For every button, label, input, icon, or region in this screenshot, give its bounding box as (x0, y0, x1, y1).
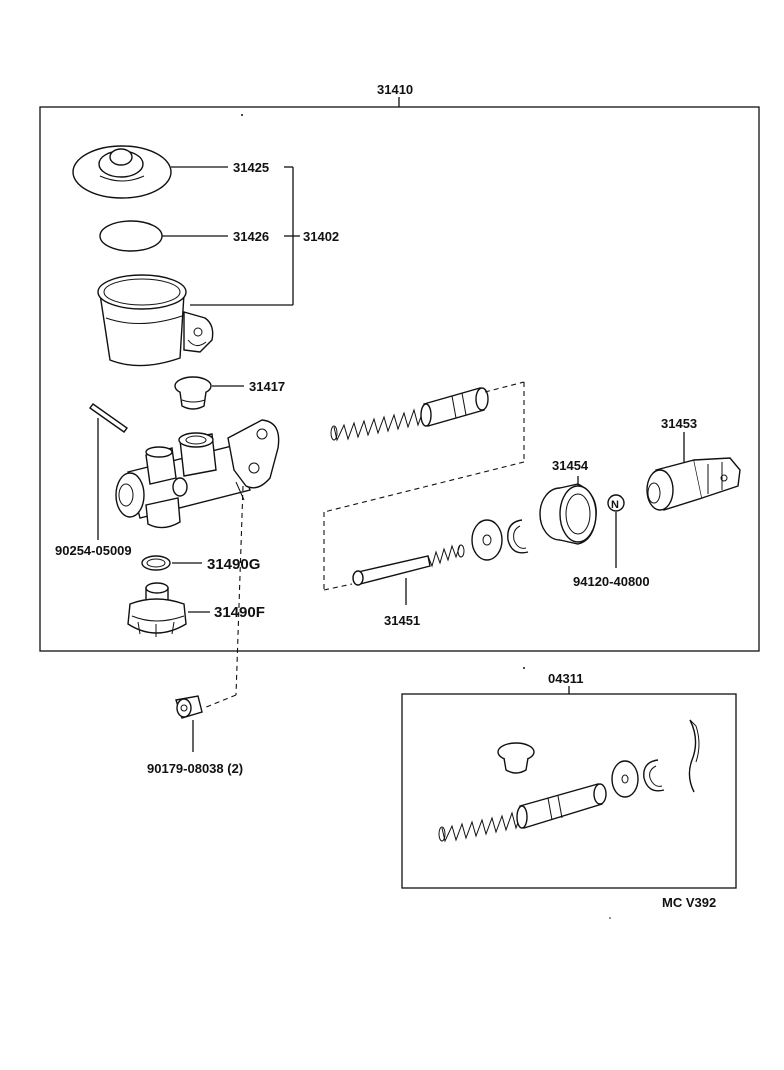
pin-label: 90254-05009 (55, 543, 132, 558)
washer (471, 519, 503, 561)
boot-label: 31454 (552, 458, 589, 473)
cap-label: 31425 (233, 160, 269, 175)
nut-mark-glyph: N (611, 499, 619, 511)
kit-snap-ring (643, 759, 665, 792)
boot (539, 483, 597, 545)
piston-spring-assy (330, 387, 489, 442)
pin (89, 403, 128, 433)
flare-nut (175, 695, 203, 719)
union-label: 31490F (214, 604, 265, 621)
dashed-envelope (323, 381, 525, 591)
clevis-nut-label: 94120-40800 (573, 574, 650, 589)
push-rod-label: 31451 (384, 613, 420, 628)
assembly-label: 31410 (377, 82, 413, 97)
reservoir-body (97, 274, 214, 367)
assembly-frame (39, 97, 760, 652)
grommet (174, 376, 212, 410)
reservoir-set-bracket (190, 166, 300, 306)
reservoir-cap (72, 145, 172, 199)
scan-specks (241, 114, 611, 919)
kit-frame (401, 686, 737, 889)
kit-grommet (497, 742, 535, 774)
kit-label: 04311 (548, 671, 583, 686)
reservoir-set-label: 31402 (303, 229, 339, 244)
gasket-label: 31490G (207, 556, 260, 573)
kit-clip (688, 719, 700, 793)
push-rod (352, 544, 465, 586)
grommet-label: 31417 (249, 379, 285, 394)
clevis-label: 31453 (661, 416, 697, 431)
union-fitting (127, 582, 187, 637)
clevis (646, 457, 741, 511)
diaphragm-label: 31426 (233, 229, 269, 244)
clevis-nut: N (607, 494, 625, 512)
kit-piston-spring (438, 783, 607, 843)
gasket (141, 555, 171, 571)
catalog-code: MC V392 (662, 895, 716, 910)
nut-label: 90179-08038 (2) (147, 761, 243, 776)
snap-ring (507, 519, 529, 554)
diaphragm (99, 220, 163, 252)
kit-washer (611, 760, 639, 798)
master-cylinder-body (115, 419, 280, 529)
